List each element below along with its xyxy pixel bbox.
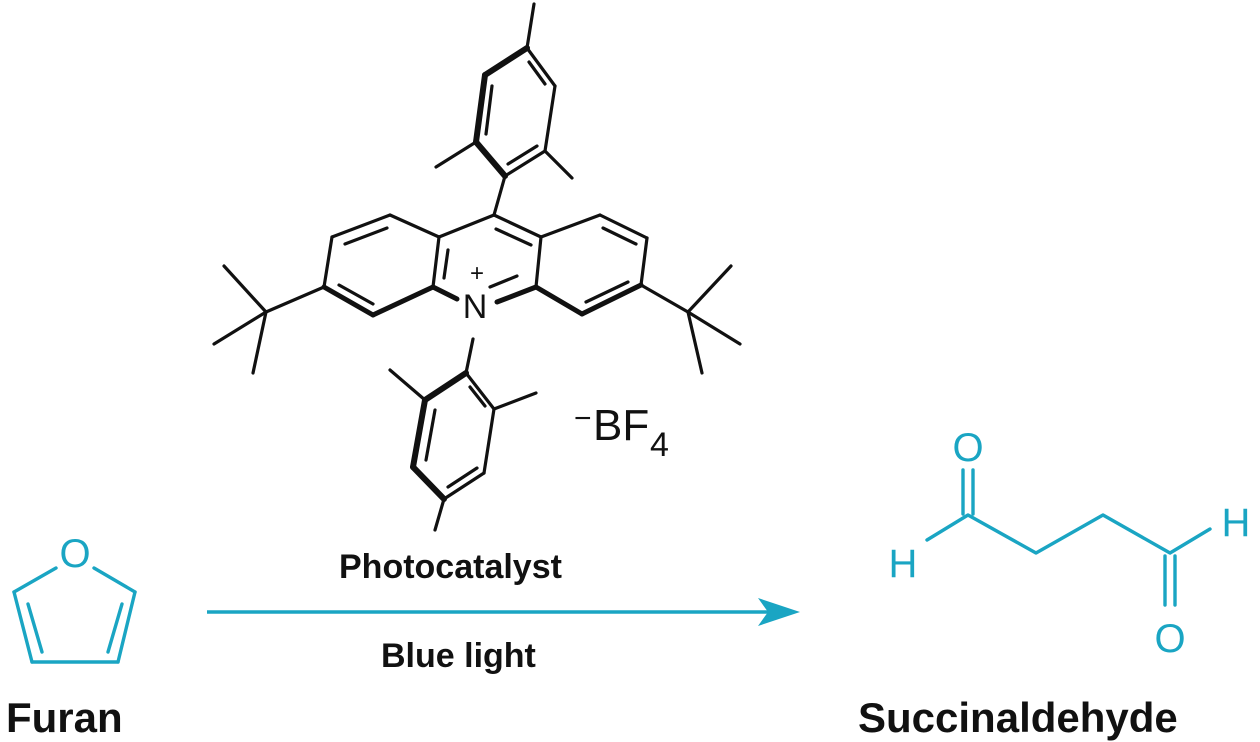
product-hydrogen-right: H — [1222, 501, 1251, 545]
counterion-formula: BF — [593, 401, 649, 450]
bottom-mesityl — [388, 368, 538, 532]
succinaldehyde-structure: O H H O — [889, 426, 1251, 661]
counterion-charge: − — [574, 402, 592, 435]
furan-label: Furan — [6, 694, 123, 741]
reaction-arrow — [207, 598, 800, 626]
acridinium-core — [212, 213, 742, 375]
top-mesityl — [434, 2, 574, 217]
counterion-subscript: 4 — [650, 426, 669, 464]
product-oxygen-top: O — [952, 426, 983, 470]
positive-charge: + — [470, 260, 484, 287]
furan-structure: O — [12, 532, 137, 664]
counterion: − BF 4 — [574, 401, 669, 464]
product-oxygen-bottom: O — [1154, 617, 1185, 661]
nitrogen-atom: N — [463, 288, 488, 326]
photocatalyst-label: Photocatalyst — [339, 548, 562, 586]
furan-oxygen: O — [59, 532, 90, 576]
photocatalyst-structure: N + — [212, 2, 742, 532]
succinaldehyde-label: Succinaldehyde — [858, 694, 1178, 741]
product-hydrogen-left: H — [889, 542, 918, 586]
blue-light-label: Blue light — [381, 637, 536, 675]
reaction-scheme: N + − BF 4 O O H H O — [12, 2, 1251, 664]
